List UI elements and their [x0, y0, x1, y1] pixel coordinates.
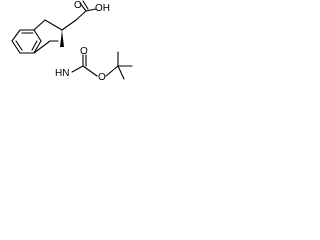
tbutyl-bond [117, 65, 125, 80]
ring-double-bond [15, 40, 23, 51]
ring-bond [33, 29, 42, 42]
methyl-bond [33, 40, 51, 54]
molecule-diagram: O OH HN O O [0, 0, 144, 104]
ring-bond [11, 40, 21, 54]
oh-label: OH [95, 3, 110, 14]
acid-double-bond [79, 2, 87, 12]
benzene-ring [11, 29, 42, 54]
tbutyl-bond [105, 65, 119, 77]
chain-bond [75, 10, 87, 21]
acid-oh-bond [85, 8, 97, 12]
chain-bond [61, 19, 77, 31]
structure-svg: O OH HN O O [11, 0, 133, 83]
nh-label: HN [55, 68, 69, 79]
acid-double-bond [82, 0, 89, 10]
ring-bond [33, 40, 42, 54]
carbamate-bond [82, 65, 98, 77]
ch2-bond [33, 19, 46, 31]
stereo-wedge [60, 30, 64, 47]
carbamate-o-label: O [80, 46, 88, 57]
ester-o-label: O [98, 72, 106, 83]
acid-o-label: O [74, 0, 82, 11]
carbamate-bond [71, 65, 84, 73]
ch2-bond [44, 19, 63, 31]
ring-bond [11, 29, 21, 42]
ring-double-bond [31, 40, 38, 51]
